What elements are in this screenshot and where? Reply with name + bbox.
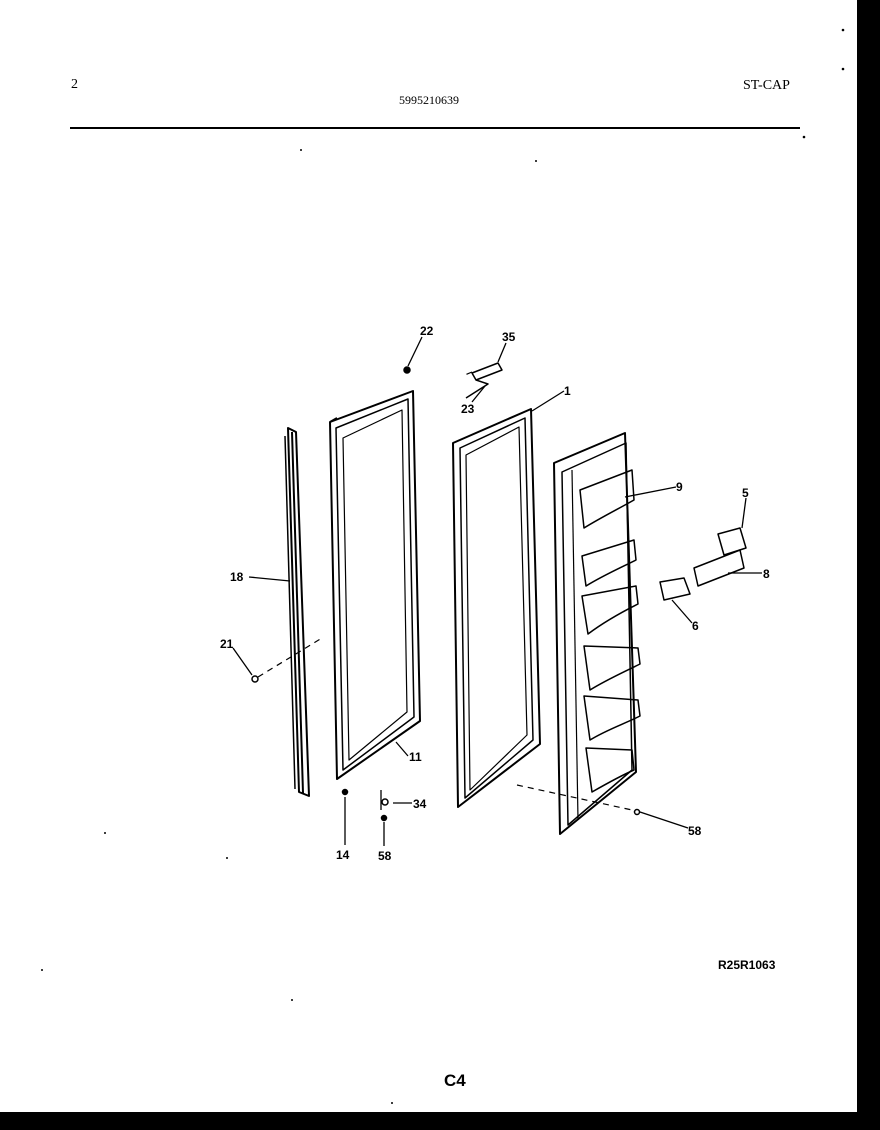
- callout-1: 1: [564, 384, 571, 398]
- model-code: ST-CAP: [743, 78, 790, 93]
- dashed-assembly-lines: [257, 371, 633, 811]
- door-gasket-part: [452, 408, 541, 808]
- callout-5: 5: [742, 486, 749, 500]
- trim-strip-part: [284, 427, 310, 797]
- part-number: 5995210639: [399, 93, 459, 107]
- page-label: C4: [444, 1071, 466, 1090]
- header-rule: [70, 127, 800, 129]
- callout-14: 14: [336, 848, 350, 862]
- callout-18: 18: [230, 570, 244, 584]
- callout-58-liner: 58: [688, 824, 702, 838]
- inner-door-liner-part: [553, 432, 641, 835]
- drawing-reference: R25R1063: [718, 958, 776, 972]
- exploded-door-diagram: [41, 28, 845, 1104]
- callout-22: 22: [420, 324, 434, 338]
- callout-23: 23: [461, 402, 475, 416]
- callout-58: 58: [378, 849, 392, 863]
- callout-9: 9: [676, 480, 683, 494]
- scan-specks: [41, 28, 845, 1104]
- callout-8: 8: [763, 567, 770, 581]
- callout-11: 11: [409, 750, 422, 764]
- page-number: 2: [71, 77, 78, 92]
- parts-diagram-sheet: 2 5995210639 ST-CAP: [0, 0, 857, 1112]
- hinge-cap-part: [465, 362, 503, 399]
- callout-6: 6: [692, 619, 699, 633]
- callout-21: 21: [220, 637, 234, 651]
- hardware-parts: [251, 366, 641, 822]
- callout-35: 35: [502, 330, 516, 344]
- leader-lines: [232, 336, 762, 846]
- handle-parts: [659, 527, 747, 601]
- door-panel-part: [329, 390, 421, 780]
- callout-34: 34: [413, 797, 427, 811]
